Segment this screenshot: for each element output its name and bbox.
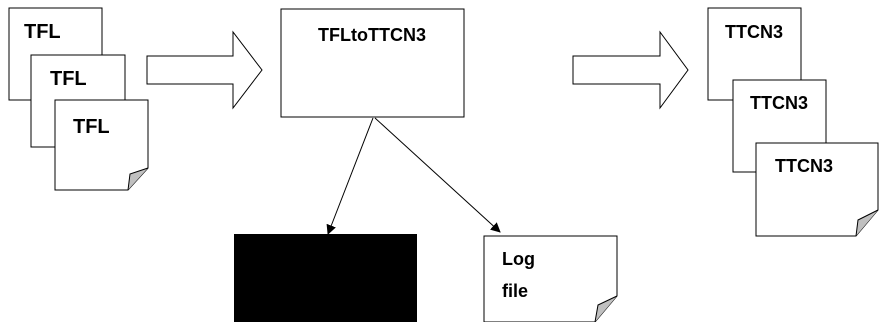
output-doc-3-label: TTCN3 <box>775 156 833 176</box>
process-label: TFLtoTTCN3 <box>318 25 426 45</box>
input-doc-2-label: TFL <box>50 68 87 90</box>
output-doc-3: TTCN3 <box>755 142 879 237</box>
block-arrow-right <box>572 30 689 110</box>
log-file-line1: Log <box>502 249 535 269</box>
input-doc-1-label: TFL <box>24 21 61 43</box>
arrow-to-black-box <box>326 117 374 235</box>
input-doc-3: TFL <box>54 99 149 191</box>
block-arrow-left <box>146 30 263 110</box>
output-doc-1: TTCN3 <box>707 7 802 101</box>
arrow-to-log-file <box>374 117 501 233</box>
output-doc-2-label: TTCN3 <box>750 93 808 113</box>
input-doc-3-label: TFL <box>73 116 110 138</box>
output-doc-1-label: TTCN3 <box>725 22 783 42</box>
black-box <box>234 234 417 322</box>
log-file-doc: Log file <box>483 235 618 322</box>
log-file-line2: file <box>502 281 528 301</box>
process-box: TFLtoTTCN3 <box>280 8 465 118</box>
